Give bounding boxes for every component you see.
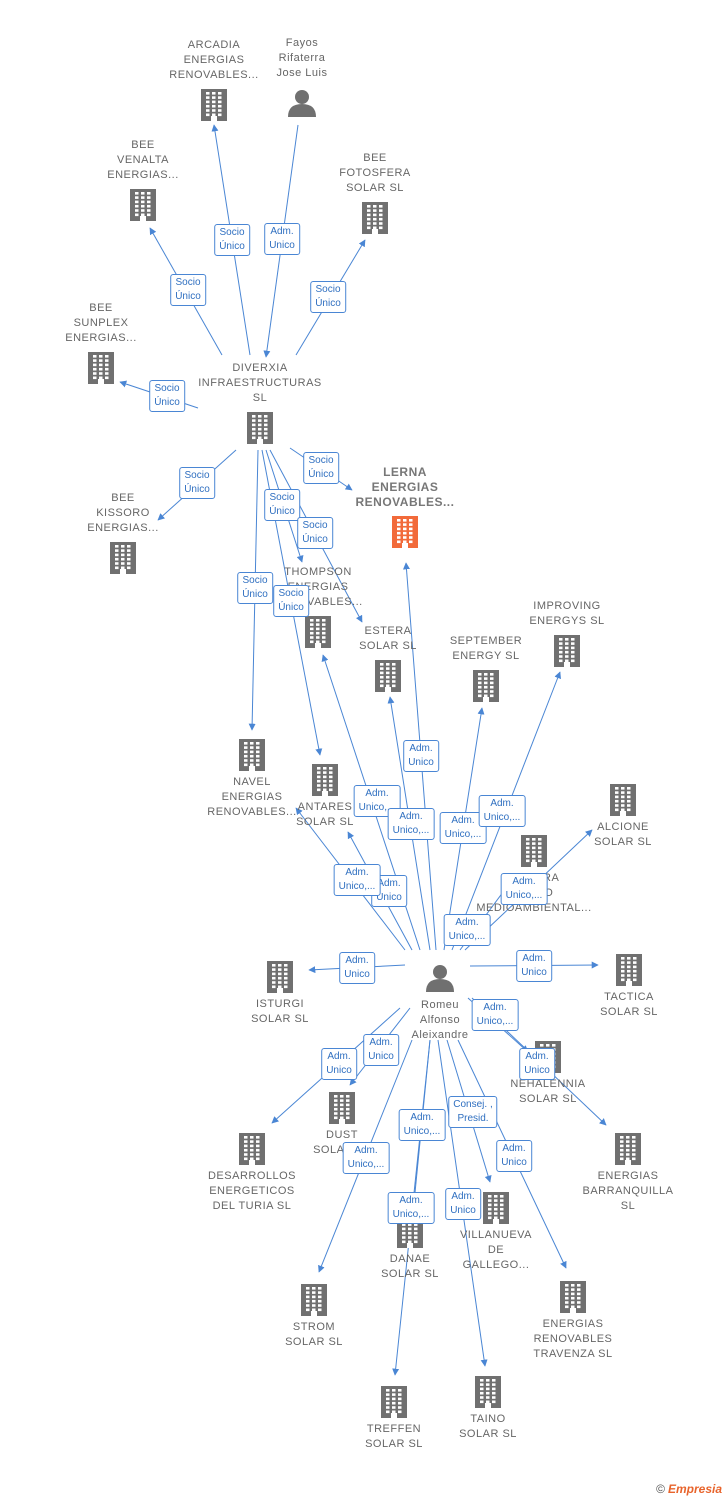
node-label-estera[interactable]: ESTERA SOLAR SL [359, 625, 417, 652]
edge-label-diverxia-venalta[interactable]: Socio Único [170, 274, 206, 306]
building-icon[interactable] [392, 516, 418, 548]
building-icon[interactable] [483, 1192, 509, 1224]
node-label-fotosfera[interactable]: BEE FOTOSFERA SOLAR SL [339, 152, 411, 194]
building-icon[interactable] [88, 352, 114, 384]
edge-label-romeu-nehalennia[interactable]: Adm. Unico,... [471, 999, 519, 1031]
building-icon[interactable] [110, 542, 136, 574]
building-icon[interactable] [475, 1376, 501, 1408]
edge-label-romeu-isturgi[interactable]: Adm. Unico [339, 952, 375, 984]
edge-label-romeu-barranquilla[interactable]: Adm. Unico [519, 1048, 555, 1080]
building-icon[interactable] [560, 1281, 586, 1313]
edge-label-diverxia-estera[interactable]: Socio Único [297, 517, 333, 549]
building-icon[interactable] [554, 635, 580, 667]
node-label-arcadia[interactable]: ARCADIA ENERGIAS RENOVABLES... [169, 39, 259, 81]
building-icon[interactable] [267, 961, 293, 993]
node-label-strom[interactable]: STROM SOLAR SL [285, 1321, 343, 1348]
edge-label-diverxia-antares[interactable]: Socio Único [273, 585, 309, 617]
building-icon[interactable] [473, 670, 499, 702]
edge-label-diverxia-thompson[interactable]: Socio Único [264, 489, 300, 521]
edge-label-romeu-travenza[interactable]: Adm. Unico [496, 1140, 532, 1172]
node-label-navel[interactable]: NAVEL ENERGIAS RENOVABLES... [207, 776, 297, 818]
node-label-improving[interactable]: IMPROVING ENERGYS SL [529, 600, 605, 627]
edge-label-romeu-strom[interactable]: Adm. Unico,... [342, 1142, 390, 1174]
edge-label-romeu-sombra[interactable]: Adm. Unico,... [443, 914, 491, 946]
brand-logo: Empresia [667, 1482, 722, 1496]
edge-label-romeu-navel[interactable]: Adm. Unico,... [333, 864, 381, 896]
node-label-diverxia[interactable]: DIVERXIA INFRAESTRUCTURAS SL [198, 362, 322, 404]
node-label-nehalennia[interactable]: NEHALENNIA SOLAR SL [510, 1078, 586, 1105]
edge-label-diverxia-arcadia[interactable]: Socio Único [214, 224, 250, 256]
node-label-alcione[interactable]: ALCIONE SOLAR SL [594, 821, 652, 848]
building-icon[interactable] [610, 784, 636, 816]
edge-label-romeu-estera[interactable]: Adm. Unico,... [387, 808, 435, 840]
edge-label-diverxia-kissoro[interactable]: Socio Único [179, 467, 215, 499]
edge-label-romeu-taino[interactable]: Adm. Unico [445, 1188, 481, 1220]
building-icon[interactable] [239, 1133, 265, 1165]
building-icon[interactable] [375, 660, 401, 692]
building-icon[interactable] [329, 1092, 355, 1124]
node-label-desarrollos[interactable]: DESARROLLOS ENERGETICOS DEL TURIA SL [207, 1170, 297, 1212]
person-icon[interactable] [288, 90, 316, 117]
edge-label-romeu-treffen[interactable]: Adm. Unico,... [387, 1192, 435, 1224]
building-icon[interactable] [130, 189, 156, 221]
building-icon[interactable] [305, 616, 331, 648]
building-icon[interactable] [615, 1133, 641, 1165]
edge-label-diverxia-sunplex[interactable]: Socio Único [149, 380, 185, 412]
node-label-tactica[interactable]: TACTICA SOLAR SL [600, 991, 658, 1018]
node-label-travenza[interactable]: ENERGIAS RENOVABLES TRAVENZA SL [533, 1318, 613, 1360]
edge-label-romeu-dust[interactable]: Adm. Unico [363, 1034, 399, 1066]
edge-label-romeu-danae[interactable]: Adm. Unico,... [398, 1109, 446, 1141]
building-icon[interactable] [312, 764, 338, 796]
node-label-fayos[interactable]: Fayos Rifaterra Jose Luis [276, 37, 328, 79]
edge-label-romeu-alcione[interactable]: Adm. Unico,... [500, 873, 548, 905]
edge-label-diverxia-lerna[interactable]: Socio Único [303, 452, 339, 484]
brand-footer[interactable]: ©Empresia [656, 1482, 722, 1496]
node-label-kissoro[interactable]: BEE KISSORO ENERGIAS... [87, 492, 159, 534]
node-label-treffen[interactable]: TREFFEN SOLAR SL [365, 1423, 423, 1450]
edge-label-romeu-tactica[interactable]: Adm. Unico [516, 950, 552, 982]
building-icon[interactable] [239, 739, 265, 771]
edge-label-diverxia-navel[interactable]: Socio Único [237, 572, 273, 604]
building-icon[interactable] [381, 1386, 407, 1418]
edge-label-romeu-villanueva[interactable]: Consej. , Presid. [448, 1096, 498, 1128]
node-label-isturgi[interactable]: ISTURGI SOLAR SL [251, 998, 309, 1025]
person-icon[interactable] [426, 965, 454, 992]
node-label-venalta[interactable]: BEE VENALTA ENERGIAS... [107, 139, 179, 181]
node-label-antares[interactable]: ANTARES SOLAR SL [296, 801, 354, 828]
edge-label-fayos-diverxia[interactable]: Adm. Unico [264, 223, 300, 255]
building-icon[interactable] [301, 1284, 327, 1316]
edge-label-romeu-lerna[interactable]: Adm. Unico [403, 740, 439, 772]
node-label-romeu[interactable]: Romeu Alfonso Aleixandre [411, 999, 469, 1041]
building-icon[interactable] [201, 89, 227, 121]
building-icon[interactable] [616, 954, 642, 986]
node-label-danae[interactable]: DANAE SOLAR SL [381, 1253, 439, 1280]
edge-label-romeu-desarrollos[interactable]: Adm. Unico [321, 1048, 357, 1080]
copyright-symbol: © [656, 1482, 665, 1496]
building-icon[interactable] [247, 412, 273, 444]
node-label-taino[interactable]: TAINO SOLAR SL [459, 1413, 517, 1440]
edge-label-romeu-improving[interactable]: Adm. Unico,... [478, 795, 526, 827]
node-label-sunplex[interactable]: BEE SUNPLEX ENERGIAS... [65, 302, 137, 344]
node-label-barranquilla[interactable]: ENERGIAS BARRANQUILLA SL [582, 1170, 674, 1212]
edge-label-diverxia-fotosfera[interactable]: Socio Único [310, 281, 346, 313]
node-label-lerna[interactable]: LERNA ENERGIAS RENOVABLES... [355, 465, 455, 509]
node-label-september[interactable]: SEPTEMBER ENERGY SL [449, 635, 523, 662]
node-label-villanueva[interactable]: VILLANUEVA DE GALLEGO... [459, 1229, 533, 1271]
edge-label-romeu-september[interactable]: Adm. Unico,... [439, 812, 487, 844]
building-icon[interactable] [521, 835, 547, 867]
building-icon[interactable] [362, 202, 388, 234]
